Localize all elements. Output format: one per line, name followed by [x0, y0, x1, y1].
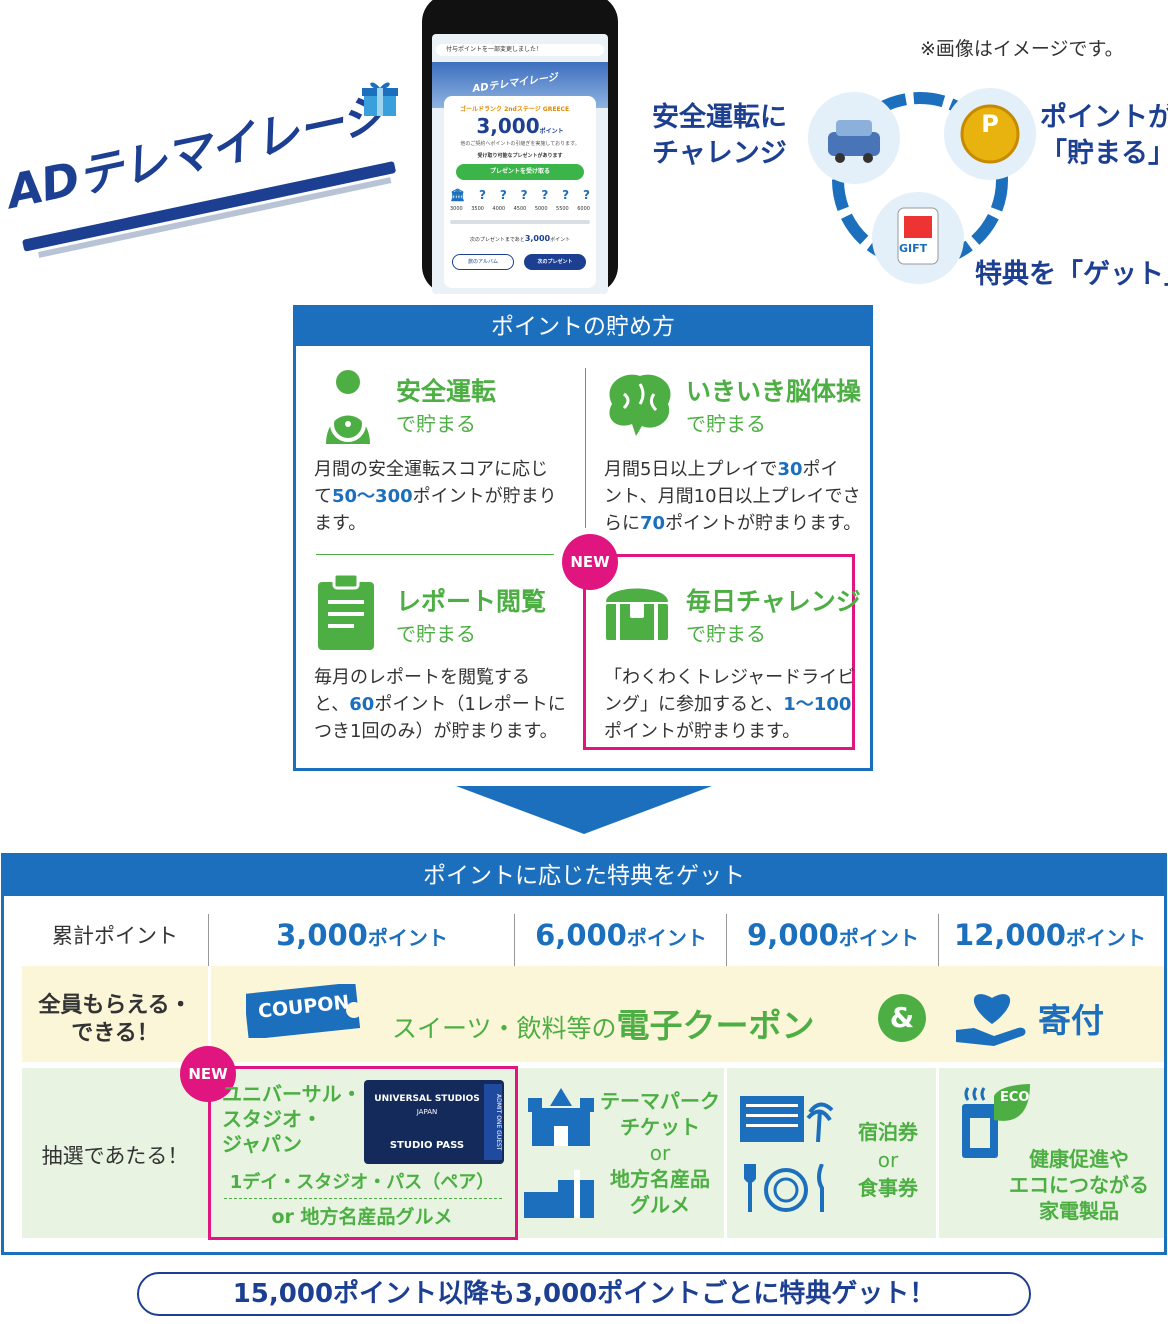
- item-title-safe-driving: 安全運転: [396, 377, 497, 406]
- how-to-earn-title: ポイントの貯め方: [296, 308, 870, 346]
- row-label-everyone: 全員もらえる・できる！: [38, 993, 192, 1046]
- phone-mockup: 付与ポイントを一部変更しました！ ADテレマイレージ ゴールドランク 2ndステ…: [422, 0, 618, 294]
- coin-icon: [960, 104, 1020, 164]
- item-suffix: で貯まる: [686, 412, 766, 436]
- phone-note: 他のご契約へポイントの引継ぎを実施しております。: [460, 141, 580, 147]
- gift-box-icon: [362, 82, 398, 116]
- brand-logo: ADテレマイレージ: [2, 70, 398, 258]
- item-body-brain-training: 月間5日以上プレイで30ポイント、月間10日以上プレイでさらに70ポイントが貯ま…: [604, 459, 862, 534]
- row-label-points: 累計ポイント: [52, 924, 178, 948]
- milestone-3000: 3,000ポイント: [276, 918, 448, 952]
- phone-points: 3,000ポイント: [476, 114, 564, 138]
- driver-icon: [326, 370, 370, 444]
- new-item-highlight: [583, 554, 855, 750]
- logo-text: ADテレマイレージ: [2, 86, 391, 220]
- prize-12000: 健康促進やエコにつながる家電製品: [1009, 1147, 1149, 1223]
- item-title-report: レポート閲覧: [396, 587, 547, 616]
- milestone-12000: 12,000ポイント: [954, 918, 1146, 952]
- image-note: ※画像はイメージです。: [920, 38, 1124, 60]
- phone-next-present: 次のプレゼントまであと3,000ポイント: [469, 234, 571, 243]
- usj-alt-label: or 地方名産品グルメ: [271, 1206, 453, 1228]
- gift-label: GIFT: [899, 242, 928, 255]
- rewards-title: ポイントに応じた特典をゲット: [4, 856, 1164, 896]
- coupon-ticket-icon: [246, 984, 362, 1038]
- milestone-6000: 6,000ポイント: [535, 918, 707, 952]
- donation-label: 寄付: [1038, 1001, 1104, 1040]
- brain-icon: [609, 374, 671, 436]
- milestone-9000: 9,000ポイント: [747, 918, 919, 952]
- row-label-lottery: 抽選であたる！: [41, 1144, 189, 1168]
- item-suffix: で貯まる: [396, 412, 476, 436]
- cycle-step-challenge: 安全運転にチャレンジ: [652, 102, 787, 169]
- coin-letter: P: [981, 110, 999, 138]
- dining-icon: [744, 1164, 824, 1212]
- ticket-sub: JAPAN: [416, 1108, 438, 1116]
- ticket-pass: STUDIO PASS: [389, 1140, 465, 1151]
- car-icon: [828, 132, 880, 156]
- ampersand-badge: &: [878, 994, 926, 1042]
- item-suffix: で貯まる: [396, 622, 476, 646]
- item-title-brain-training: いきいき脳体操: [686, 377, 862, 406]
- cycle-diagram: [808, 88, 1036, 284]
- new-badge: NEW: [180, 1046, 236, 1102]
- phone-progress-track: [450, 220, 590, 224]
- treasure-chest-icon: [606, 588, 668, 640]
- bank-icon: 🏛: [450, 188, 466, 202]
- usj-pass-label: 1デイ・スタジオ・パス（ペア）: [229, 1172, 495, 1193]
- coupon-text: スイーツ・飲料等の電子クーポン: [392, 1006, 815, 1045]
- divider: [585, 368, 586, 528]
- new-prize-highlight: [208, 1066, 518, 1240]
- cycle-step-get: 特典を「ゲット」: [975, 259, 1168, 290]
- gift-boxes-icon: [524, 1170, 594, 1218]
- divider: [316, 554, 554, 555]
- clipboard-icon: [318, 572, 374, 650]
- studio-pass-ticket: UNIVERSAL STUDIOS JAPAN STUDIO PASS ADMI…: [364, 1080, 504, 1164]
- ticket-logo: UNIVERSAL STUDIOS: [374, 1094, 480, 1104]
- receive-present-button[interactable]: プレゼントを受け取る: [456, 164, 584, 180]
- album-button[interactable]: 旅のアルバム: [452, 254, 514, 270]
- ticket-side: ADMIT ONE GUEST: [484, 1084, 502, 1160]
- rewards-panel: ポイントに応じた特典をゲット 累計ポイント 3,000ポイント 6,000ポイン…: [1, 853, 1167, 1255]
- castle-icon: [528, 1088, 594, 1146]
- eco-label: ECO: [1000, 1090, 1030, 1105]
- phone-available: 受け取り可能なプレゼントがあります: [477, 153, 563, 159]
- next-present-button[interactable]: 次のプレゼント: [524, 254, 586, 270]
- item-title-daily-challenge: 毎日チャレンジ: [686, 587, 861, 616]
- footer-banner: 15,000ポイント以降も3,000ポイントごとに特典ゲット！: [137, 1272, 1031, 1316]
- item-body-safe-driving: 月間の安全運転スコアに応じて50〜300ポイントが貯まります。: [314, 459, 557, 534]
- usj-title: ユニバーサル・スタジオ・ジャパン: [222, 1082, 362, 1156]
- cycle-step-save: ポイントが「貯まる」: [1040, 102, 1168, 169]
- phone-card: ゴールドランク 2ndステージ GREECE 3,000ポイント 他のご契約へポ…: [444, 96, 596, 288]
- hotel-icon: [740, 1096, 834, 1142]
- item-suffix: で貯まる: [686, 622, 766, 646]
- down-arrow-icon: [456, 786, 712, 834]
- phone-mystery-gifts: 🏛??????: [450, 188, 590, 202]
- heart-hand-icon: [956, 994, 1026, 1046]
- phone-screen: 付与ポイントを一部変更しました！ ADテレマイレージ ゴールドランク 2ndステ…: [432, 34, 608, 294]
- item-body-report: 毎月のレポートを閲覧すると、60ポイント（1レポートにつき1回のみ）が貯まります…: [314, 667, 566, 742]
- how-to-earn-panel: ポイントの貯め方 安全運転 で貯まる 月間の安全運転スコアに応じて50〜300ポ…: [293, 305, 873, 771]
- new-badge: NEW: [562, 534, 618, 590]
- phone-notice[interactable]: 付与ポイントを一部変更しました！: [436, 44, 604, 56]
- phone-rank: ゴールドランク 2ndステージ GREECE: [460, 106, 570, 113]
- appliance-icon: [962, 1084, 1030, 1158]
